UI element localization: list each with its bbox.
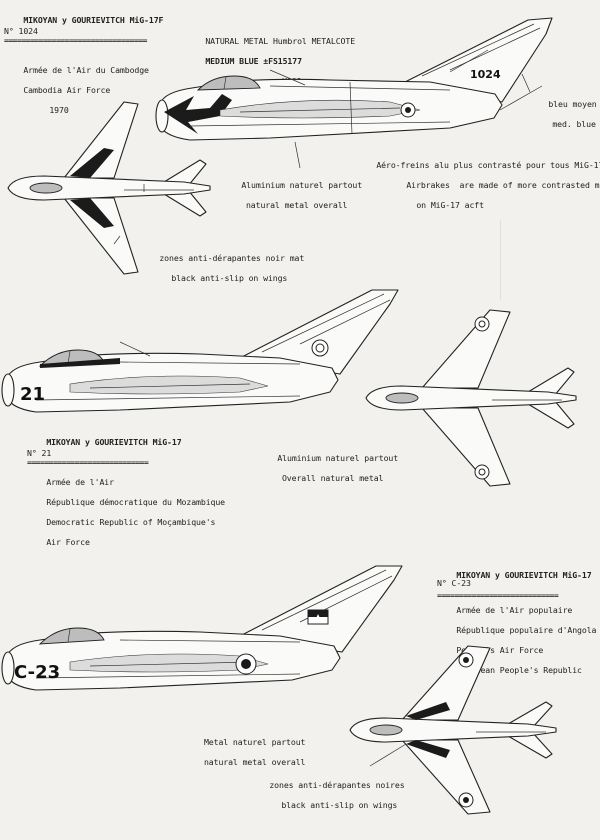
aircraft-1-tail-note: bleu moyen med. blue (548, 99, 597, 129)
aircraft-3-overall-note: Metal naturel partout natural metal over… (203, 737, 306, 767)
aircraft-3-antislip-note: zones anti-dérapantes noires black anti-… (269, 780, 405, 810)
aircraft-3-title: MIKOYAN y GOURIEVITCH MiG-17 ===========… (437, 570, 592, 600)
aircraft-2-side-profile: 21 (1, 289, 399, 413)
aircraft-2-number: N° 21 (27, 448, 52, 458)
aircraft-3-side-profile: C-23 (1, 565, 403, 691)
bleed-through-marks (500, 220, 521, 300)
aircraft-3-top-view (349, 645, 557, 815)
aircraft-2-title: MIKOYAN y GOURIEVITCH MiG-17 ===========… (27, 437, 182, 467)
aircraft-1-top-view (7, 101, 211, 275)
aircraft-2-nose-code: 21 (20, 384, 45, 405)
aircraft-1-title: MIKOYAN y GOURIEVITCH MiG-17F ==========… (4, 15, 164, 45)
aircraft-1-number: N° 1024 (4, 26, 38, 36)
aircraft-2-overall-note: Aluminium naturel partout Overall natura… (277, 453, 399, 483)
aircraft-3-number: N° C-23 (437, 578, 471, 588)
aircraft-2-top-view (365, 309, 577, 487)
aircraft-1-tail-code: 1024 (470, 68, 501, 81)
aircraft-1-overall-note: Aluminium naturel partout natural metal … (241, 180, 363, 210)
aircraft-3-nose-code: C-23 (14, 662, 60, 683)
aircraft-1-side-profile: 1024 (155, 17, 553, 169)
aircraft-1-airbrake-note: Aéro-freins alu plus contrasté pour tous… (376, 160, 600, 210)
aircraft-1-antislip-note: zones anti-dérapantes noir mat black ant… (159, 253, 305, 283)
aircraft-1-unit: Armée de l'Air du Cambodge Cambodia Air … (23, 65, 149, 115)
aircraft-2-unit: Armée de l'Air République démocratique d… (46, 477, 226, 547)
